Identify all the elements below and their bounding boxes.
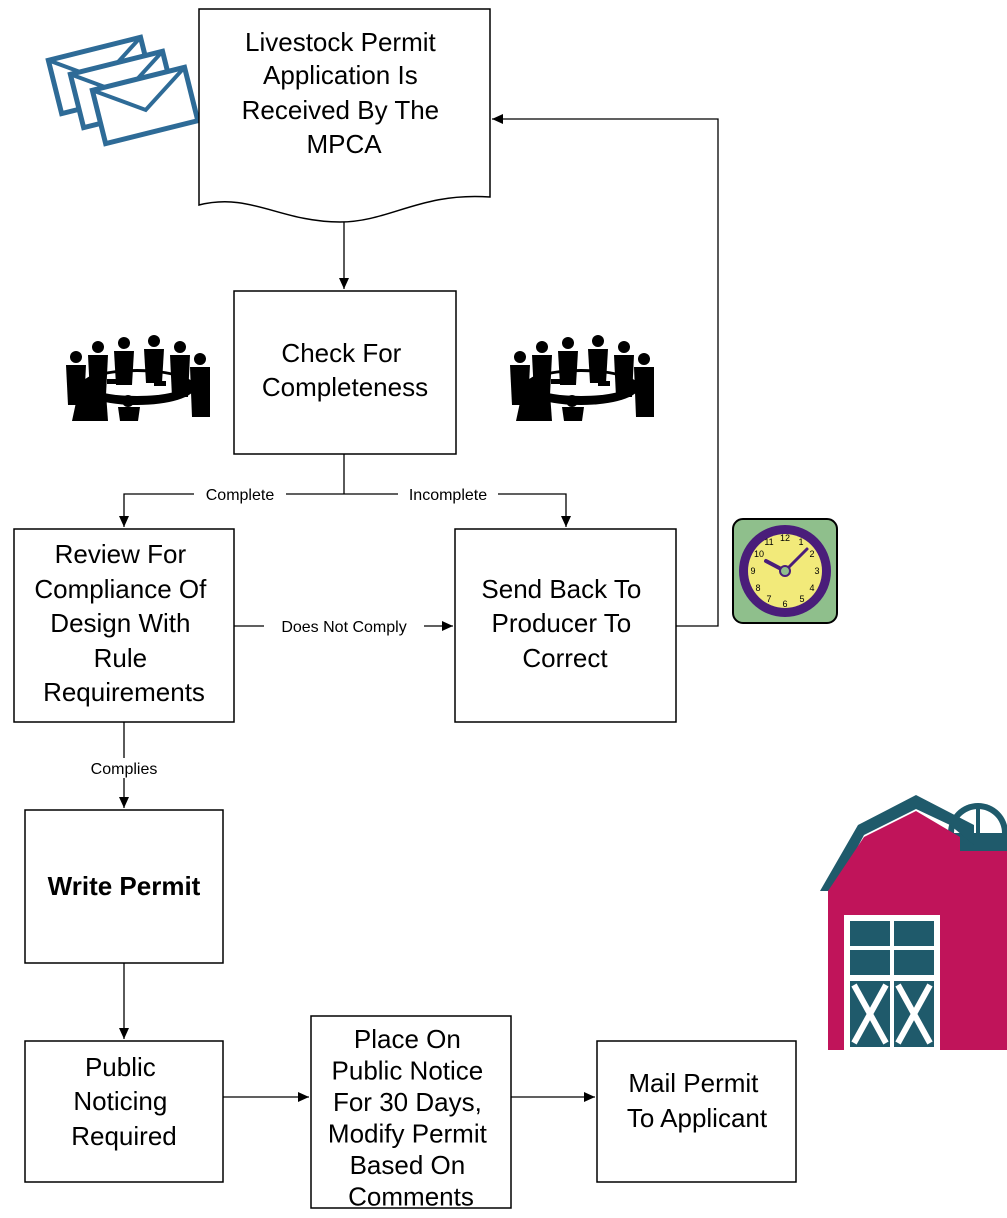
svg-text:8: 8 <box>755 583 760 593</box>
svg-text:12: 12 <box>780 533 790 543</box>
node-received-shape <box>198 8 491 223</box>
node-received-label: Livestock Permit Application Is Received… <box>242 27 447 159</box>
node-public-noticing-label: Public Noticing Required <box>71 1052 177 1151</box>
svg-text:10: 10 <box>754 549 764 559</box>
svg-text:6: 6 <box>782 599 787 609</box>
node-review-shape <box>13 528 235 723</box>
edge-label-incomplete: Incomplete <box>409 487 487 504</box>
node-mail-shape <box>596 1040 797 1183</box>
node-public-noticing-shape-box <box>24 1040 224 1183</box>
node-mail-label: Mail Permit To Applicant <box>627 1068 768 1133</box>
node-write-shape <box>24 809 224 964</box>
svg-text:9: 9 <box>750 566 755 576</box>
envelopes-icon <box>45 34 201 147</box>
node-send-back-shape <box>454 528 677 723</box>
edge-label-complete: Complete <box>206 487 275 504</box>
node-review-label: Review For Compliance Of Design With Rul… <box>34 539 213 707</box>
svg-text:1: 1 <box>798 537 803 547</box>
node-write-label: Write Permit <box>48 871 201 901</box>
svg-text:7: 7 <box>766 594 771 604</box>
barn-icon <box>820 795 1007 1050</box>
meeting-left-icon <box>66 335 210 421</box>
svg-text:4: 4 <box>809 583 814 593</box>
svg-text:5: 5 <box>799 594 804 604</box>
node-check-label: Check For Completeness <box>262 338 428 402</box>
svg-text:3: 3 <box>814 566 819 576</box>
edge-label-complies: Complies <box>91 761 158 778</box>
meeting-right-icon <box>510 335 654 421</box>
svg-text:2: 2 <box>809 549 814 559</box>
node-place-notice-shape <box>310 1015 512 1209</box>
svg-text:11: 11 <box>764 537 773 547</box>
node-send-back-label: Send Back To Producer To Correct <box>481 574 648 673</box>
edge-return-loop <box>492 114 719 627</box>
node-place-notice-label: Place On Public Notice For 30 Days, Modi… <box>328 1024 494 1212</box>
edge-label-does-not-comply: Does Not Comply <box>281 619 406 636</box>
node-check-shape <box>233 290 457 455</box>
